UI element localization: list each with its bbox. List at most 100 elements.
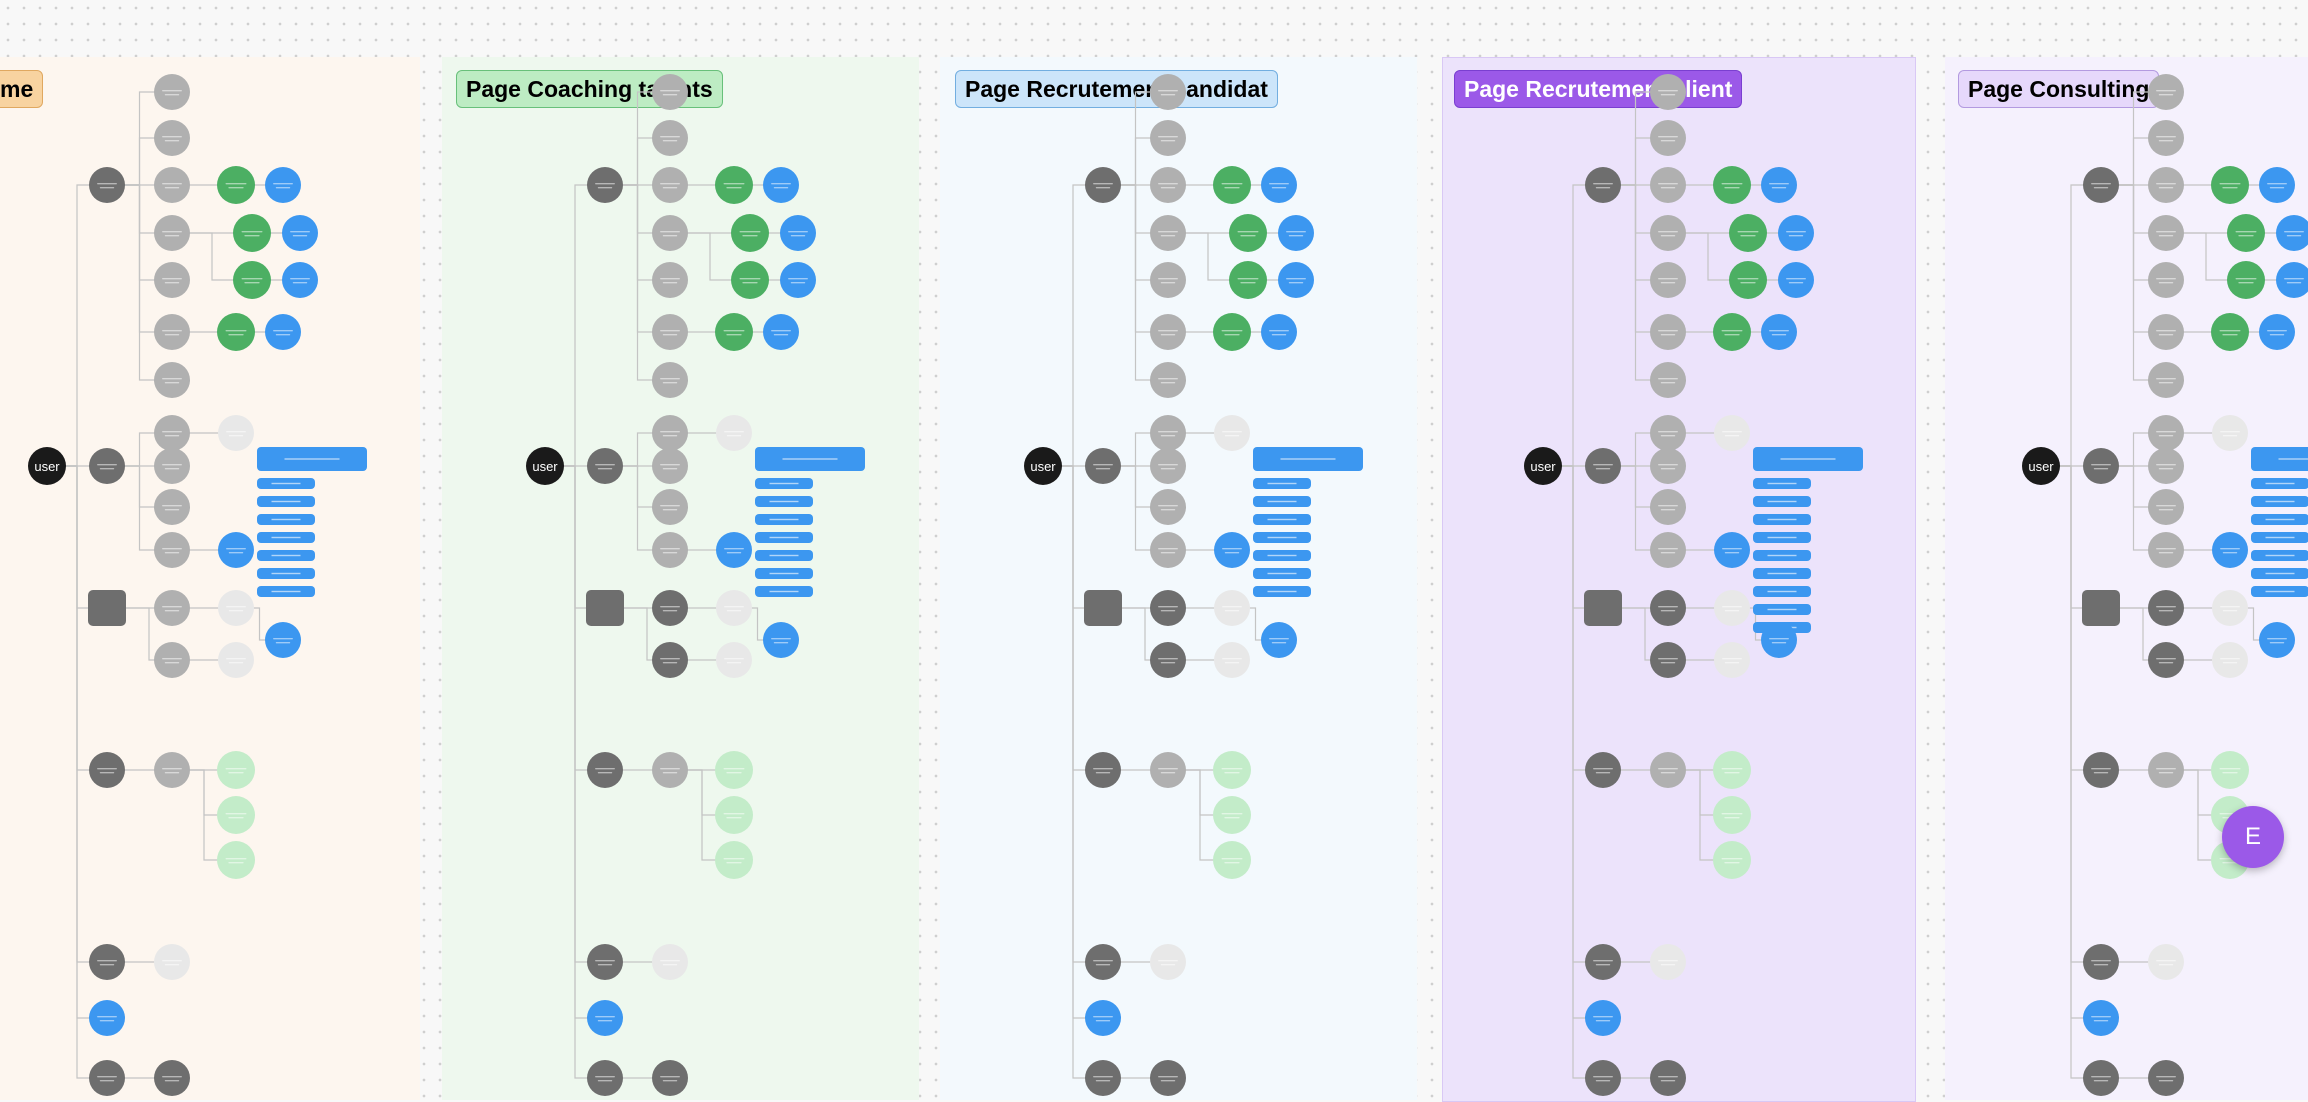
sub-node — [652, 642, 688, 678]
sub-node — [1150, 362, 1186, 398]
blue-node — [1085, 1000, 1121, 1036]
green-node — [715, 313, 753, 351]
branch-node — [2083, 448, 2119, 484]
blue-node — [763, 622, 799, 658]
light-node — [2212, 415, 2248, 451]
green-node — [233, 261, 271, 299]
blue-node — [2276, 215, 2308, 251]
sub-node — [1650, 752, 1686, 788]
sub-node — [652, 752, 688, 788]
blue-node — [1761, 167, 1797, 203]
grey-box — [1084, 590, 1122, 626]
blue-node — [265, 622, 301, 658]
sub-node — [2148, 590, 2184, 626]
sub-node — [1150, 642, 1186, 678]
user-root-label: user — [34, 459, 60, 474]
light-green-node — [217, 841, 255, 879]
green-node — [1229, 261, 1267, 299]
blue-node — [763, 314, 799, 350]
blue-node — [282, 215, 318, 251]
sub-node — [154, 489, 190, 525]
sub-node — [1650, 74, 1686, 110]
sub-node — [1150, 314, 1186, 350]
light-node — [2212, 590, 2248, 626]
branch-node — [1585, 448, 1621, 484]
sub-node — [2148, 1060, 2184, 1096]
sub-node — [154, 590, 190, 626]
green-node — [217, 166, 255, 204]
blue-node — [716, 532, 752, 568]
light-node — [2148, 944, 2184, 980]
branch-node — [587, 167, 623, 203]
sub-node — [2148, 415, 2184, 451]
light-node — [1714, 642, 1750, 678]
light-green-node — [1213, 751, 1251, 789]
sub-node — [1650, 362, 1686, 398]
light-green-node — [1713, 751, 1751, 789]
sub-node — [154, 314, 190, 350]
blue-node — [1261, 167, 1297, 203]
grey-box — [1584, 590, 1622, 626]
sub-node — [652, 415, 688, 451]
green-node — [1729, 261, 1767, 299]
branch-node — [1085, 1060, 1121, 1096]
blue-node — [1585, 1000, 1621, 1036]
blue-node — [265, 167, 301, 203]
light-node — [716, 590, 752, 626]
sub-node — [652, 489, 688, 525]
green-node — [1229, 214, 1267, 252]
green-node — [1713, 313, 1751, 351]
light-green-node — [217, 751, 255, 789]
sub-node — [1150, 167, 1186, 203]
blue-node — [2259, 314, 2295, 350]
blue-node — [763, 167, 799, 203]
sub-node — [1150, 262, 1186, 298]
green-node — [731, 261, 769, 299]
green-node — [2211, 166, 2249, 204]
branch-node — [2083, 1060, 2119, 1096]
sub-node — [2148, 642, 2184, 678]
sub-node — [652, 167, 688, 203]
sub-node — [1650, 590, 1686, 626]
light-green-node — [1713, 841, 1751, 879]
green-node — [2211, 313, 2249, 351]
green-node — [731, 214, 769, 252]
sub-node — [652, 448, 688, 484]
blue-node — [218, 532, 254, 568]
light-green-node — [1713, 796, 1751, 834]
sub-node — [154, 362, 190, 398]
sub-node — [652, 532, 688, 568]
sub-node — [2148, 532, 2184, 568]
branch-node — [2083, 167, 2119, 203]
blue-node — [1261, 314, 1297, 350]
light-green-node — [217, 796, 255, 834]
branch-node — [2083, 944, 2119, 980]
blue-node — [780, 215, 816, 251]
sub-node — [1150, 1060, 1186, 1096]
blue-node — [282, 262, 318, 298]
branch-node — [89, 1060, 125, 1096]
sub-node — [1650, 642, 1686, 678]
sub-node — [1650, 489, 1686, 525]
light-green-node — [715, 796, 753, 834]
branch-node — [587, 752, 623, 788]
sub-node — [1150, 590, 1186, 626]
sub-node — [1650, 167, 1686, 203]
light-node — [1650, 944, 1686, 980]
green-node — [233, 214, 271, 252]
sub-node — [154, 532, 190, 568]
light-node — [716, 415, 752, 451]
blue-node — [1278, 215, 1314, 251]
branch-node — [1085, 944, 1121, 980]
sub-node — [2148, 489, 2184, 525]
sub-node — [1150, 489, 1186, 525]
sub-node — [154, 215, 190, 251]
sub-node — [2148, 448, 2184, 484]
collaborator-avatar[interactable]: E — [2222, 806, 2284, 868]
green-node — [1729, 214, 1767, 252]
sub-node — [154, 752, 190, 788]
light-node — [2212, 642, 2248, 678]
blue-node — [2259, 167, 2295, 203]
sub-node — [652, 74, 688, 110]
